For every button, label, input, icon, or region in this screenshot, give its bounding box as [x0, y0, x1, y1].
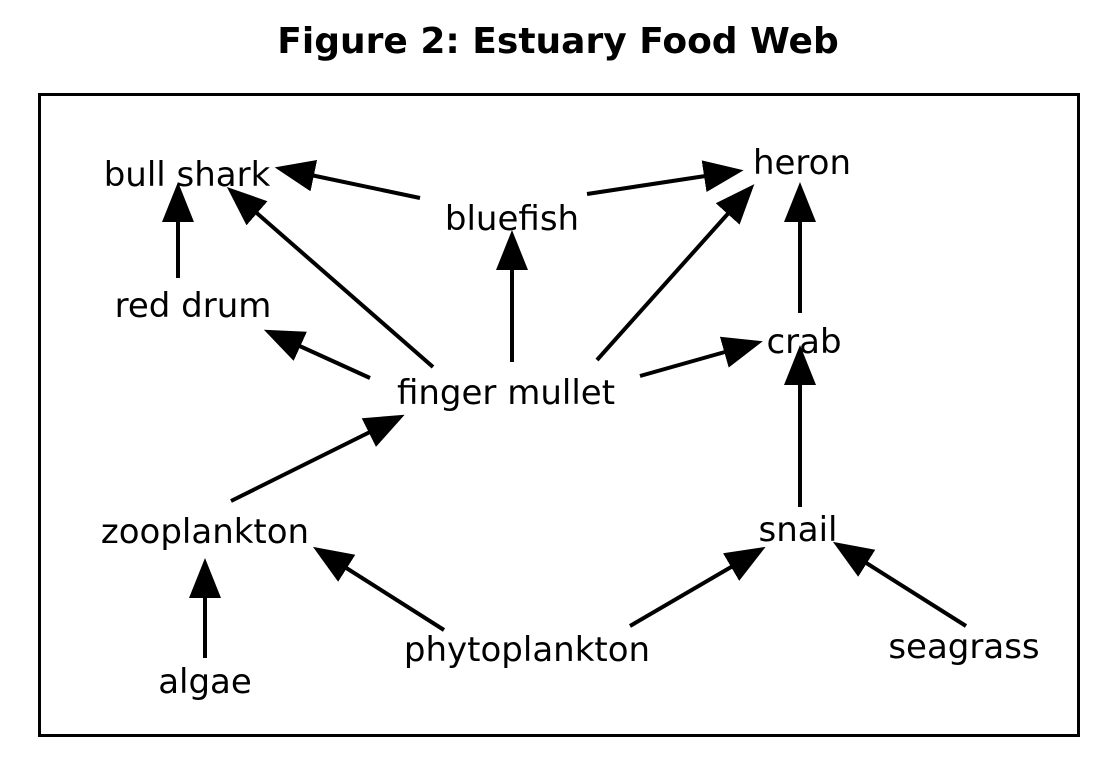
arrow-finger-mullet-to-crab [639, 336, 763, 378]
organism-algae: algae [158, 662, 252, 702]
organism-bull-shark: bull shark [104, 155, 271, 195]
arrow-zooplankton-to-finger-mullet [230, 414, 405, 503]
arrow-phytoplankton-to-snail [628, 546, 766, 628]
arrow-phytoplankton-to-zooplankton [312, 546, 446, 632]
organism-heron: heron [753, 143, 851, 183]
organism-labels: bull shark heron bluefish red drum crab … [101, 143, 1040, 702]
organism-crab: crab [766, 322, 841, 362]
organism-bluefish: bluefish [445, 199, 579, 239]
arrow-finger-mullet-to-bull-shark [226, 186, 435, 369]
organism-red-drum: red drum [115, 286, 272, 326]
arrow-bluefish-to-bull-shark [274, 159, 421, 200]
energy-flow-arrows [162, 159, 968, 658]
arrow-finger-mullet-to-red-drum [263, 329, 371, 380]
organism-finger-mullet: finger mullet [397, 373, 615, 413]
organism-snail: snail [759, 510, 838, 550]
figure-title: Figure 2: Estuary Food Web [277, 21, 839, 62]
organism-phytoplankton: phytoplankton [404, 630, 650, 670]
arrow-finger-mullet-to-heron [595, 184, 755, 362]
organism-seagrass: seagrass [888, 627, 1039, 667]
organism-zooplankton: zooplankton [101, 512, 309, 552]
arrow-bluefish-to-heron [586, 160, 744, 196]
food-web-frame [38, 93, 1080, 737]
arrow-seagrass-to-snail [832, 541, 968, 628]
